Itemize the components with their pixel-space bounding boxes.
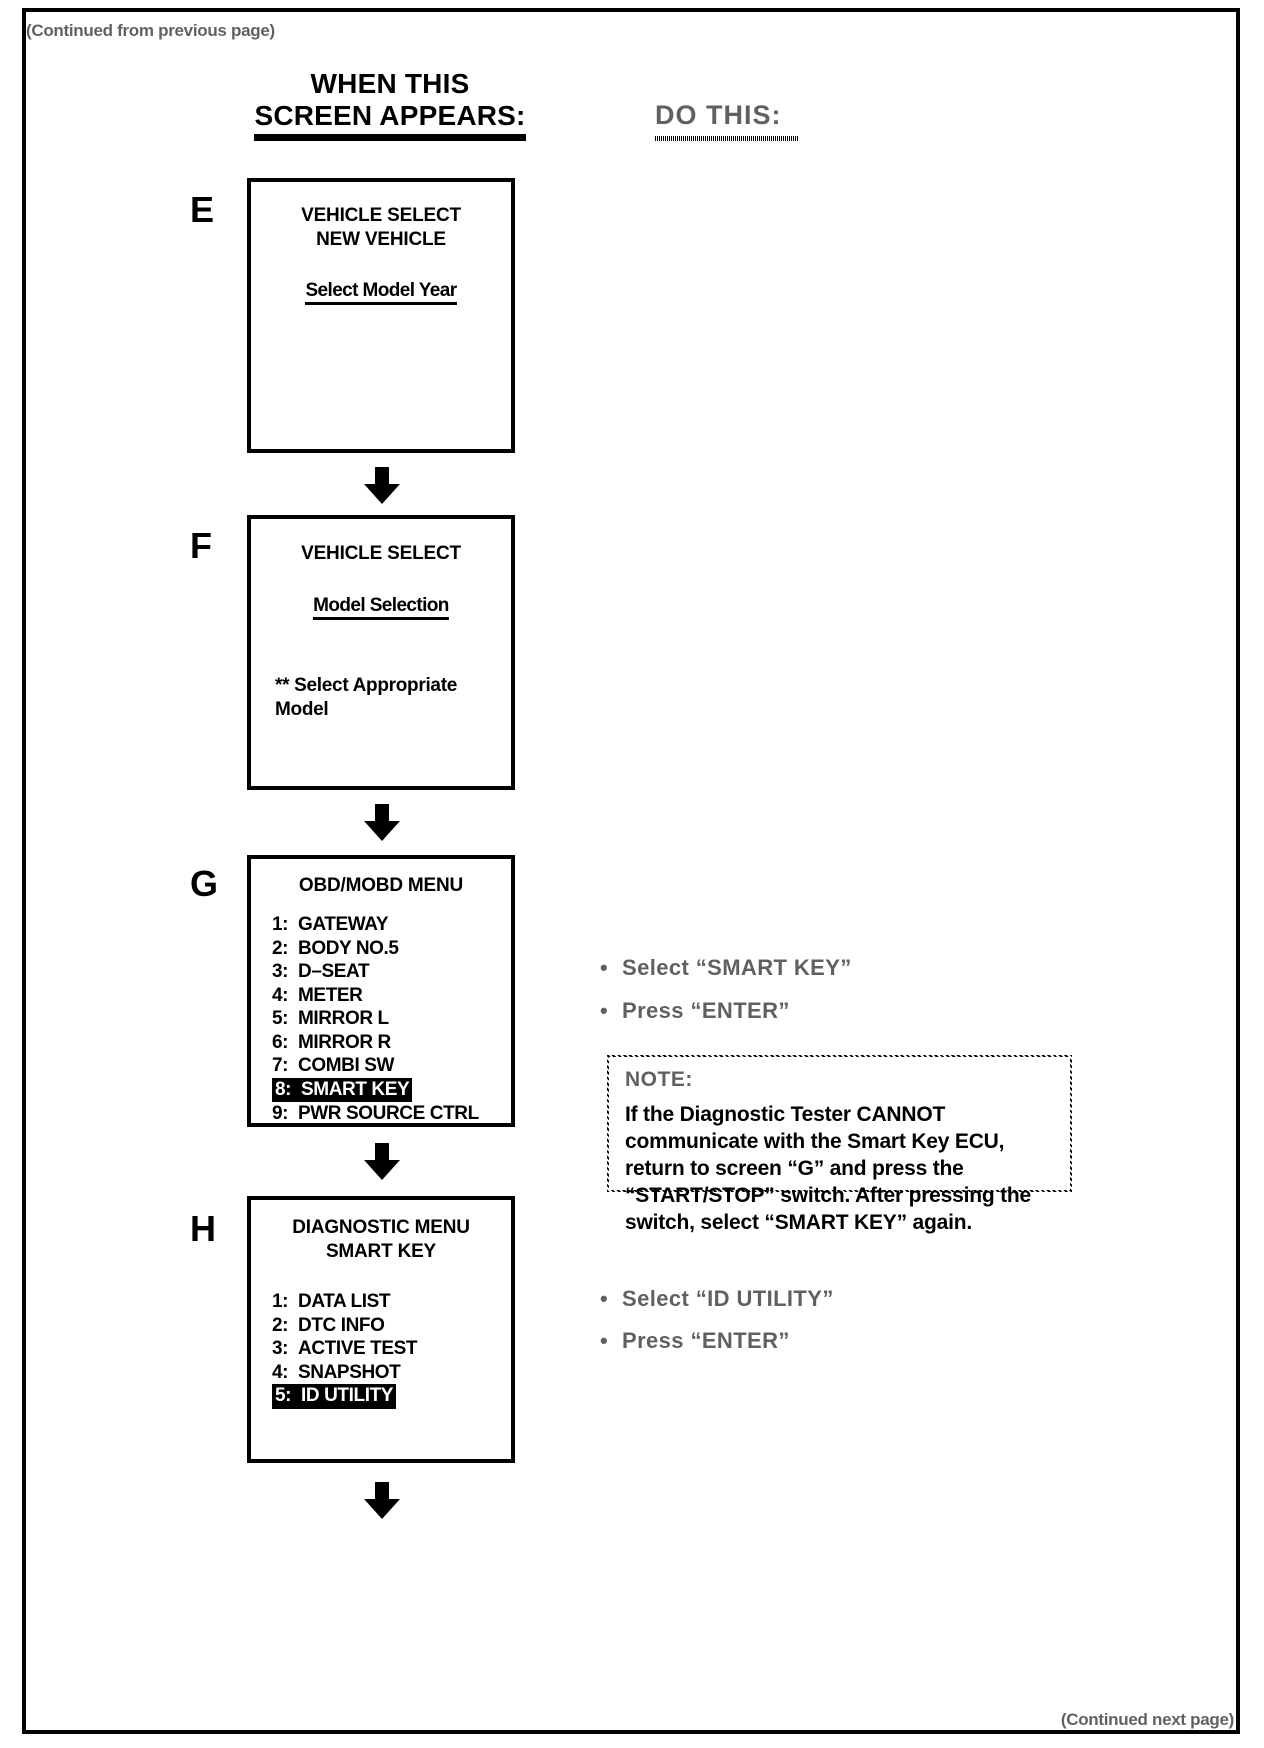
note-box: NOTE: If the Diagnostic Tester CANNOT co… xyxy=(607,1055,1072,1234)
menu-item-label: SMART KEY xyxy=(301,1078,410,1100)
arrow-down-icon xyxy=(364,1482,400,1519)
menu-item-label: BODY NO.5 xyxy=(298,937,399,959)
menu-item-number: 2: xyxy=(272,937,289,959)
menu-item-number: 5: xyxy=(272,1008,289,1029)
note-box-inner: NOTE: If the Diagnostic Tester CANNOT co… xyxy=(609,1057,1070,1234)
menu-item-label: SNAPSHOT xyxy=(298,1361,401,1383)
screen-box-e: VEHICLE SELECT NEW VEHICLE Select Model … xyxy=(247,178,515,453)
arrow-down-icon xyxy=(364,804,400,841)
menu-item-label: ACTIVE TEST xyxy=(298,1338,418,1359)
screen-f-note-line-1: ** Select Appropriate xyxy=(275,675,457,696)
menu-item-g-9[interactable]: 9: PWR SOURCE CTRL xyxy=(272,1102,511,1126)
screen-h-action-1: • Select “ID UTILITY” xyxy=(600,1286,834,1312)
menu-item-h-2[interactable]: 2: DTC INFO xyxy=(272,1314,511,1338)
screen-box-h: DIAGNOSTIC MENU SMART KEY 1: DATA LIST 2: D… xyxy=(247,1196,515,1463)
do-this-underline xyxy=(655,136,798,141)
menu-item-label: PWR SOURCE CTRL xyxy=(298,1103,479,1124)
menu-item-number: 9: xyxy=(272,1103,289,1124)
menu-item-number: 2: xyxy=(272,1314,289,1336)
menu-item-label: DATA LIST xyxy=(298,1291,391,1312)
screen-f-note-line-2: Model xyxy=(275,699,329,720)
screen-g-action-1: • Select “SMART KEY” xyxy=(600,955,852,981)
menu-item-g-4[interactable]: 4: METER xyxy=(272,984,511,1008)
menu-item-g-8[interactable]: 8: SMART KEY xyxy=(272,1077,413,1102)
note-body-text: If the Diagnostic Tester CANNOT communic… xyxy=(625,1103,1032,1234)
screen-f-subtitle: Model Selection xyxy=(313,595,449,620)
menu-item-number: 8: xyxy=(275,1078,292,1100)
screen-g-menu-list: 1: GATEWAY 2: BODY NO.5 3: D–SEAT 4: METER 5: MIR… xyxy=(272,913,511,1126)
menu-item-g-5[interactable]: 5: MIRROR L xyxy=(272,1007,511,1031)
bullet-icon: • xyxy=(600,1328,609,1353)
do-this-heading: DO THIS: xyxy=(655,100,782,130)
screen-e-subtitle: Select Model Year xyxy=(305,280,457,305)
screen-g-action-2-text: Press “ENTER” xyxy=(622,998,790,1023)
screen-h-title-line-2: SMART KEY xyxy=(325,1241,437,1262)
menu-item-label: DTC INFO xyxy=(298,1314,385,1336)
menu-item-number: 4: xyxy=(272,984,289,1006)
screen-label-g: G xyxy=(190,863,219,904)
screen-f-title-line-1: VEHICLE SELECT xyxy=(301,543,461,564)
screen-g-action-1-text: Select “SMART KEY” xyxy=(622,955,852,980)
menu-item-label: MIRROR L xyxy=(298,1008,389,1029)
menu-item-h-3[interactable]: 3: ACTIVE TEST xyxy=(272,1337,511,1361)
screen-g-action-2: • Press “ENTER” xyxy=(600,998,790,1024)
menu-item-g-7[interactable]: 7: COMBI SW xyxy=(272,1054,511,1078)
screen-box-f: VEHICLE SELECT Model Selection ** Select… xyxy=(247,515,515,790)
continued-next-page-label: (Continued next page) xyxy=(1060,1710,1234,1729)
menu-item-number: 5: xyxy=(275,1385,292,1406)
screen-label-e: E xyxy=(190,189,215,230)
bullet-icon: • xyxy=(600,955,609,980)
menu-item-g-1[interactable]: 1: GATEWAY xyxy=(272,913,511,937)
screen-g-title-line-1: OBD/MOBD MENU xyxy=(298,875,464,896)
menu-item-label: D–SEAT xyxy=(298,961,370,982)
menu-item-number: 4: xyxy=(272,1361,289,1383)
bullet-icon: • xyxy=(600,998,609,1023)
menu-item-number: 7: xyxy=(272,1055,289,1076)
menu-item-h-4[interactable]: 4: SNAPSHOT xyxy=(272,1361,511,1385)
menu-item-number: 6: xyxy=(272,1031,289,1053)
arrow-down-icon xyxy=(364,1143,400,1180)
screen-e-title-line-1: VEHICLE SELECT xyxy=(301,205,461,226)
arrow-down-icon xyxy=(364,467,400,504)
screen-h-action-1-text: Select “ID UTILITY” xyxy=(622,1286,834,1311)
menu-item-label: COMBI SW xyxy=(298,1055,395,1076)
menu-item-h-5[interactable]: 5: ID UTILITY xyxy=(272,1384,397,1409)
menu-item-h-1[interactable]: 1: DATA LIST xyxy=(272,1290,511,1314)
menu-item-number: 1: xyxy=(272,1291,289,1312)
screen-h-action-2-text: Press “ENTER” xyxy=(622,1328,790,1353)
screen-label-h: H xyxy=(190,1208,216,1249)
screen-label-f: F xyxy=(190,525,212,566)
continued-from-previous-page-label: (Continued from previous page) xyxy=(26,21,275,40)
menu-item-g-3[interactable]: 3: D–SEAT xyxy=(272,960,511,984)
menu-item-label: MIRROR R xyxy=(298,1031,391,1053)
heading-line-2: SCREEN APPEARS: xyxy=(254,100,526,141)
screen-e-title-line-2: NEW VEHICLE xyxy=(316,229,446,250)
screen-h-action-2: • Press “ENTER” xyxy=(600,1328,790,1354)
when-this-screen-appears-heading: WHEN THIS SCREEN APPEARS: xyxy=(210,68,570,141)
bullet-icon: • xyxy=(600,1286,609,1311)
menu-item-label: ID UTILITY xyxy=(301,1385,394,1406)
menu-item-g-2[interactable]: 2: BODY NO.5 xyxy=(272,937,511,961)
menu-item-number: 1: xyxy=(272,914,289,935)
screen-box-g: OBD/MOBD MENU 1: GATEWAY 2: BODY NO.5 3: D–SE… xyxy=(247,855,515,1127)
menu-item-label: GATEWAY xyxy=(298,914,389,935)
note-label: NOTE: xyxy=(625,1068,693,1091)
screen-h-title-line-1: DIAGNOSTIC MENU xyxy=(292,1217,470,1238)
heading-line-1: WHEN THIS xyxy=(310,68,470,99)
menu-item-number: 3: xyxy=(272,1338,289,1359)
menu-item-number: 3: xyxy=(272,961,289,982)
page-border xyxy=(22,8,1240,1734)
screen-h-menu-list: 1: DATA LIST 2: DTC INFO 3: ACTIVE TEST 4: SNAP… xyxy=(272,1290,511,1409)
menu-item-label: METER xyxy=(298,984,363,1006)
menu-item-g-6[interactable]: 6: MIRROR R xyxy=(272,1031,511,1055)
